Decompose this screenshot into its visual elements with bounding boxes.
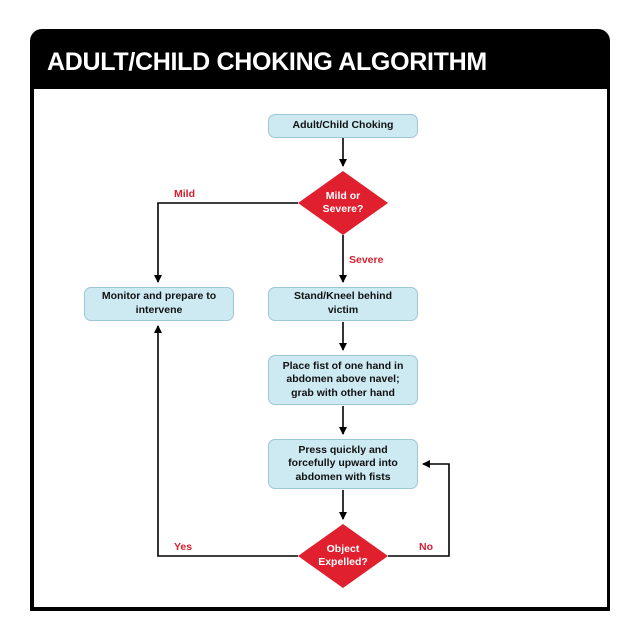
decision-label-mild-severe: Mild or Severe? [322, 189, 364, 215]
node-label: Monitor and prepare to intervene [101, 290, 217, 316]
node-place-fist: Place fist of one hand in abdomen above … [268, 355, 418, 405]
node-label: Press quickly and forcefully upward into… [288, 443, 398, 483]
page-title: ADULT/CHILD CHOKING ALGORITHM [47, 48, 487, 76]
decision-diamond-object-expelled [298, 524, 388, 588]
node-press-quickly: Press quickly and forcefully upward into… [268, 439, 418, 489]
arrow-mild-to-monitor [154, 202, 298, 283]
edge-label-mild: Mild [174, 188, 195, 200]
node-label: Place fist of one hand in abdomen above … [282, 359, 404, 399]
node-adult-child-choking: Adult/Child Choking [268, 114, 418, 138]
arrow-yes-to-monitor [154, 325, 298, 557]
arrow-no-to-press [388, 460, 450, 557]
node-monitor-and-prepare: Monitor and prepare to intervene [84, 287, 234, 321]
node-label: Adult/Child Choking [292, 119, 394, 132]
node-stand-kneel-behind: Stand/Kneel behind victim [268, 287, 418, 321]
edge-label-yes: Yes [174, 541, 193, 553]
decision-label-object-expelled: Object Expelled? [318, 542, 368, 568]
edge-label-no: No [419, 541, 433, 553]
decision-diamond-mild-severe [298, 171, 388, 235]
edge-label-severe: Severe [349, 254, 384, 266]
node-label: Stand/Kneel behind victim [293, 290, 392, 316]
diagram-canvas [34, 89, 607, 607]
